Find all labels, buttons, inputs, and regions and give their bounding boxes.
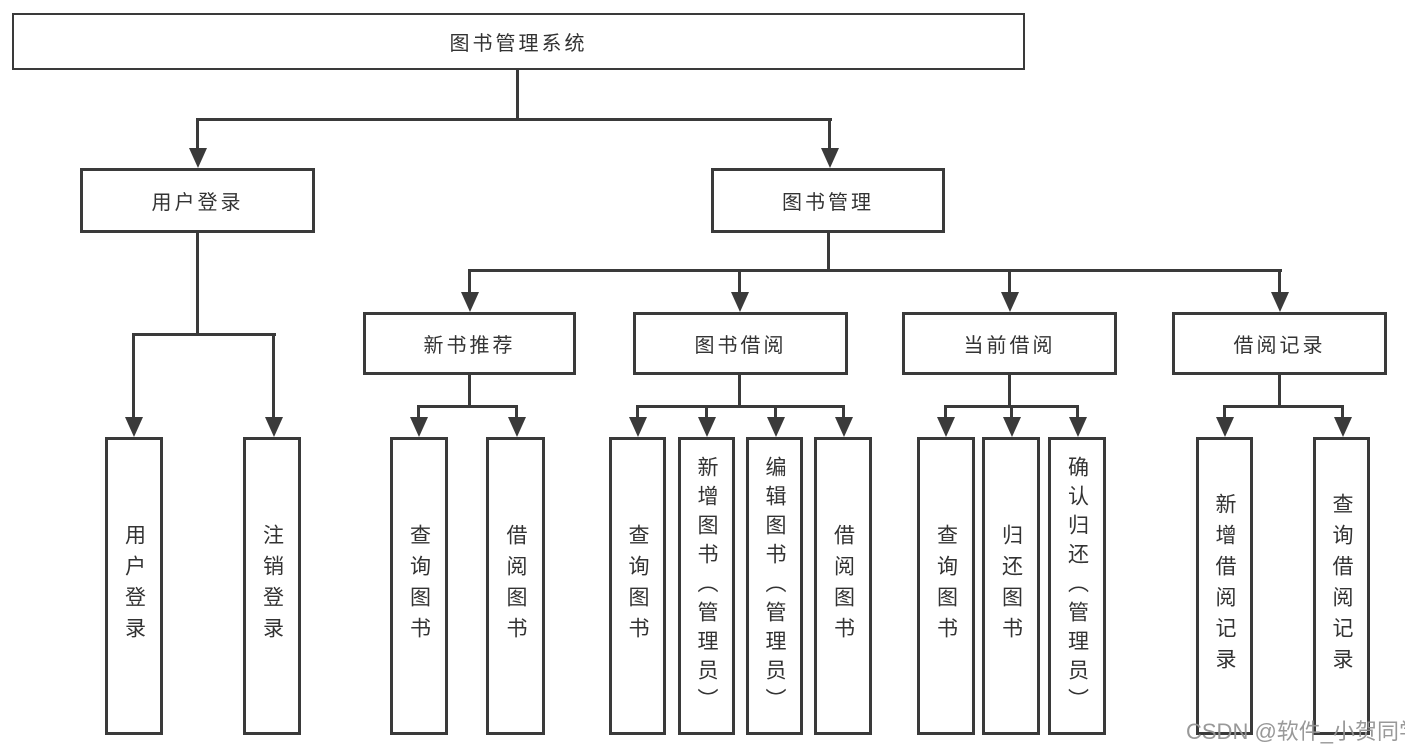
- connector-current-stem: [1008, 375, 1011, 407]
- leaf-label: 新增图书（管理员）: [695, 455, 718, 717]
- arrow-down-icon: [189, 148, 207, 168]
- connector-to-recommend: [468, 269, 471, 293]
- arrow-down-icon: [937, 417, 955, 437]
- arrow-down-icon: [767, 417, 785, 437]
- connector-to-leaf: [515, 405, 518, 419]
- node-book-management: 图书管理: [711, 168, 945, 233]
- leaf-label: 注销登录: [260, 524, 284, 648]
- leaf-query-borrow-record: 查询借阅记录: [1313, 437, 1370, 735]
- connector-records-branch: [1223, 405, 1344, 408]
- leaf-query-books-1: 查询图书: [390, 437, 448, 735]
- connector-to-records: [1278, 269, 1281, 293]
- node-user-login-label: 用户登录: [151, 192, 244, 214]
- leaf-label: 确认归还（管理员）: [1065, 455, 1089, 717]
- leaf-query-books-3: 查询图书: [917, 437, 975, 735]
- arrow-down-icon: [821, 148, 839, 168]
- leaf-borrow-books-2: 借阅图书: [814, 437, 872, 735]
- node-borrow-records: 借阅记录: [1172, 312, 1387, 375]
- connector-to-leaf: [944, 405, 947, 419]
- arrow-down-icon: [835, 417, 853, 437]
- leaf-query-books-2: 查询图书: [609, 437, 666, 735]
- node-current-borrow: 当前借阅: [902, 312, 1117, 375]
- arrow-down-icon: [1069, 417, 1087, 437]
- arrow-down-icon: [1334, 417, 1352, 437]
- leaf-label: 编辑图书（管理员）: [763, 455, 786, 717]
- leaf-user-login: 用户登录: [105, 437, 163, 735]
- node-book-borrow: 图书借阅: [633, 312, 848, 375]
- connector-records-stem: [1278, 375, 1281, 407]
- leaf-label: 查询图书: [407, 524, 431, 648]
- node-book-management-label: 图书管理: [782, 192, 874, 214]
- node-new-book-recommend-label: 新书推荐: [423, 335, 516, 357]
- arrow-down-icon: [698, 417, 716, 437]
- node-new-book-recommend: 新书推荐: [363, 312, 576, 375]
- leaf-return-books: 归还图书: [982, 437, 1040, 735]
- connector-to-leaf: [417, 405, 420, 419]
- arrow-down-icon: [410, 417, 428, 437]
- connector-to-leaf: [842, 405, 845, 419]
- connector-to-leaf: [1223, 405, 1226, 419]
- connector-to-leaf: [636, 405, 639, 419]
- connector-to-book-management: [828, 118, 831, 150]
- leaf-label: 用户登录: [122, 524, 146, 648]
- connector-to-leaf: [705, 405, 708, 419]
- arrow-down-icon: [508, 417, 526, 437]
- leaf-confirm-return-admin: 确认归还（管理员）: [1048, 437, 1106, 735]
- connector-to-leaf: [1341, 405, 1344, 419]
- leaf-add-books-admin: 新增图书（管理员）: [678, 437, 735, 735]
- watermark-text: CSDN @软件_小贺同学: [1186, 719, 1405, 744]
- connector-root-stem: [516, 70, 519, 120]
- connector-to-leaf: [1076, 405, 1079, 419]
- arrow-down-icon: [1216, 417, 1234, 437]
- arrow-down-icon: [731, 292, 749, 312]
- connector-level3-branch: [468, 269, 1282, 272]
- connector-level2-branch: [196, 118, 832, 121]
- node-user-login: 用户登录: [80, 168, 315, 233]
- arrow-down-icon: [1001, 292, 1019, 312]
- connector-to-current: [1008, 269, 1011, 293]
- arrow-down-icon: [629, 417, 647, 437]
- connector-recommend-stem: [468, 375, 471, 407]
- connector-user-login-branch: [132, 333, 276, 336]
- node-current-borrow-label: 当前借阅: [963, 335, 1056, 357]
- connector-to-borrow: [738, 269, 741, 293]
- leaf-logout: 注销登录: [243, 437, 301, 735]
- connector-to-user-login: [196, 118, 199, 150]
- connector-to-leaf: [1010, 405, 1013, 419]
- connector-borrow-stem: [738, 375, 741, 407]
- connector-to-leaf: [132, 333, 135, 419]
- arrow-down-icon: [1271, 292, 1289, 312]
- connector-to-leaf: [774, 405, 777, 419]
- leaf-label: 借阅图书: [504, 524, 527, 648]
- connector-book-management-stem: [827, 233, 830, 272]
- leaf-edit-books-admin: 编辑图书（管理员）: [746, 437, 803, 735]
- node-book-borrow-label: 图书借阅: [694, 335, 787, 357]
- leaf-label: 查询图书: [934, 524, 958, 648]
- leaf-borrow-books-1: 借阅图书: [486, 437, 545, 735]
- leaf-label: 新增借阅记录: [1213, 493, 1236, 679]
- arrow-down-icon: [1003, 417, 1021, 437]
- node-root: 图书管理系统: [12, 13, 1025, 70]
- leaf-label: 借阅图书: [831, 524, 855, 648]
- leaf-label: 归还图书: [999, 524, 1023, 648]
- connector-borrow-branch: [636, 405, 845, 408]
- leaf-label: 查询借阅记录: [1330, 493, 1353, 679]
- arrow-down-icon: [125, 417, 143, 437]
- connector-to-leaf: [272, 333, 275, 419]
- node-borrow-records-label: 借阅记录: [1233, 335, 1326, 357]
- connector-user-login-stem: [196, 233, 199, 335]
- arrow-down-icon: [461, 292, 479, 312]
- node-root-label: 图书管理系统: [449, 33, 588, 55]
- arrow-down-icon: [265, 417, 283, 437]
- connector-recommend-branch: [417, 405, 518, 408]
- leaf-label: 查询图书: [626, 524, 649, 648]
- leaf-add-borrow-record: 新增借阅记录: [1196, 437, 1253, 735]
